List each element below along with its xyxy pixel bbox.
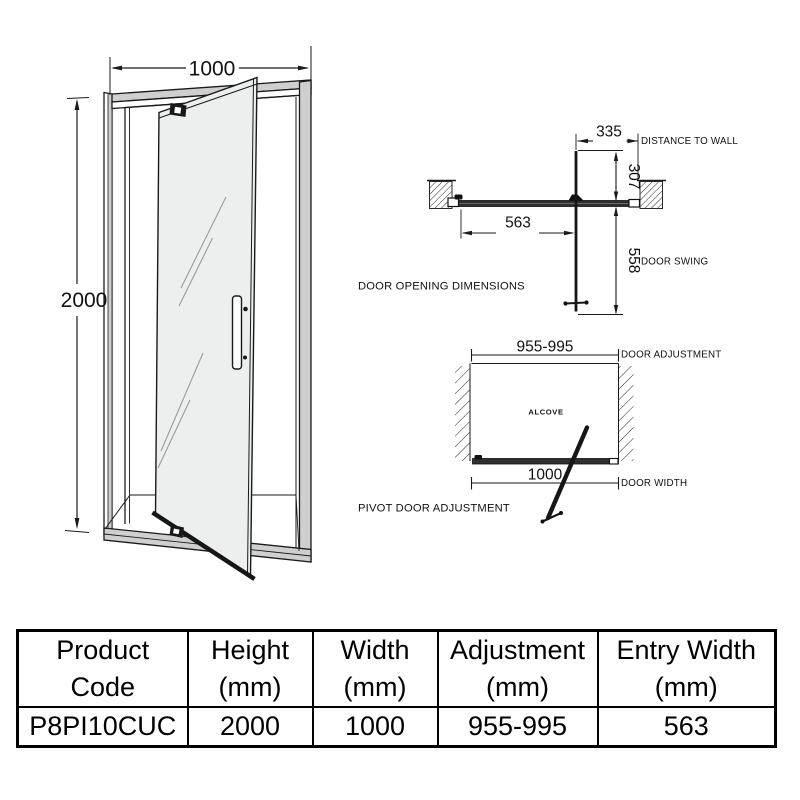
left-wall-hatch <box>455 366 470 461</box>
header-text: Entry Width <box>616 635 757 665</box>
door-bottom-rail <box>151 510 256 581</box>
adjustment-dim-text: 955-995 <box>517 339 574 356</box>
pivot-adjustment-drawing: 955-995 DOOR ADJUSTMENT ALCOVE 1000 DOOR… <box>358 339 721 524</box>
spec-header-row: Product Code Height (mm) Width (mm) Adju… <box>16 629 777 708</box>
dim-335 <box>575 133 639 180</box>
door-width-dim-text: 1000 <box>528 467 563 484</box>
door-swing-dim-text: 558 <box>625 248 642 274</box>
product-code-cell: P8PI10CUC <box>16 706 189 748</box>
height-cell: 2000 <box>186 706 314 748</box>
opening-dimensions-caption: DOOR OPENING DIMENSIONS <box>358 281 525 293</box>
header-entry-width: Entry Width (mm) <box>596 629 777 708</box>
header-text: Product <box>56 635 150 665</box>
front-height-dimension <box>64 97 90 533</box>
opening-dimensions-drawing: 335 DISTANCE TO WALL 307 558 DOOR SWING … <box>358 124 738 315</box>
door-swing-label: DOOR SWING <box>641 257 708 268</box>
header-product-code: Product Code <box>16 629 189 708</box>
alcove-label: ALCOVE <box>528 408 563 417</box>
width-cell: 1000 <box>311 706 439 748</box>
header-text: (mm) <box>486 672 549 702</box>
header-text: (mm) <box>343 672 407 702</box>
alcove-plan-geometry <box>455 349 634 524</box>
door-width-label: DOOR WIDTH <box>621 478 687 489</box>
dim-558 <box>578 206 623 315</box>
frame-bar <box>472 458 619 465</box>
distance-to-wall-label: DISTANCE TO WALL <box>641 136 738 147</box>
header-text: Width <box>340 635 410 665</box>
opening-plan-geometry <box>427 151 666 312</box>
header-adjustment: Adjustment (mm) <box>436 629 599 708</box>
dim-563 <box>460 209 575 239</box>
header-width: Width (mm) <box>311 629 439 708</box>
header-height: Height (mm) <box>186 629 314 708</box>
adjustment-cell: 955-995 <box>436 706 599 748</box>
spec-table: Product Code Height (mm) Width (mm) Adju… <box>16 629 777 748</box>
header-text: Adjustment <box>449 635 586 665</box>
pivot-door-line <box>545 425 590 521</box>
front-width-dimension <box>109 46 312 95</box>
right-wall-section <box>639 181 663 209</box>
door-handle <box>231 295 243 370</box>
entry-width-cell: 563 <box>596 706 777 748</box>
front-width-dim-text: 1000 <box>189 58 236 81</box>
door-adjustment-label: DOOR ADJUSTMENT <box>621 350 721 361</box>
projection-dim-text: 307 <box>625 164 642 190</box>
front-height-dim-text: 2000 <box>61 289 108 312</box>
pivot-door-panel <box>151 76 258 581</box>
header-text: (mm) <box>218 672 282 702</box>
dim-307 <box>578 150 623 201</box>
entry-dim-text: 563 <box>505 215 531 232</box>
front-view-drawing: 1000 2000 <box>61 46 312 581</box>
header-text: (mm) <box>654 672 718 702</box>
glass-reflection-lines <box>157 196 227 469</box>
pivot-adjustment-caption: PIVOT DOOR ADJUSTMENT <box>358 503 510 515</box>
spec-data-row: P8PI10CUC 2000 1000 955-995 563 <box>16 706 777 748</box>
header-text: Height <box>210 635 290 665</box>
left-wall-section <box>429 181 453 209</box>
header-text: Code <box>70 672 136 702</box>
right-wall-hatch <box>618 366 634 461</box>
distance-to-wall-dim-text: 335 <box>596 124 622 141</box>
